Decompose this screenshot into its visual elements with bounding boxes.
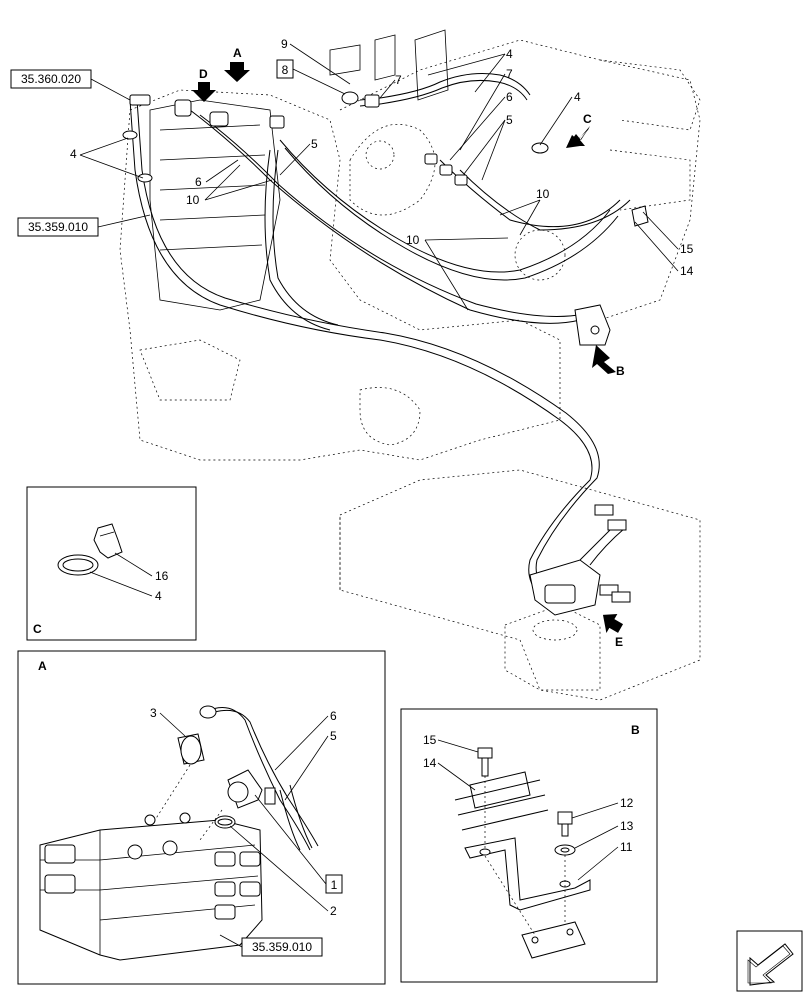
label-15: 15 [680,242,694,256]
detail-A-panel: A 3 [17,650,386,985]
label-10-right: 10 [536,187,550,201]
detail-A-label-3: 3 [150,706,157,720]
label-7-top: 7 [395,73,402,87]
label-4-left: 4 [70,147,77,161]
label-5-left: 5 [311,137,318,151]
arrow-label-E: E [615,635,623,649]
detail-B-panel: B 15 14 12 13 11 [400,708,658,983]
detail-B-label-15: 15 [423,733,437,747]
label-6-left: 6 [195,175,202,189]
label-6-right: 6 [506,90,513,104]
label-9: 9 [281,37,288,51]
label-7-right: 7 [506,67,513,81]
ref-box-35-359-010-main[interactable]: 35.359.010 [28,220,88,234]
label-4-right: 4 [574,90,581,104]
detail-C-label-16: 16 [155,569,169,583]
detail-B-title: B [631,723,640,737]
detail-C-label-4: 4 [155,589,162,603]
detail-C-title: C [33,622,42,636]
detail-A-label-5: 5 [330,729,337,743]
detail-B-label-11: 11 [620,840,633,854]
view-arrow-D: D [192,67,216,102]
label-10-mid: 10 [406,233,420,247]
view-arrow-E: E [602,613,624,649]
detail-A-label-6: 6 [330,709,337,723]
label-4-top: 4 [506,47,513,61]
label-14: 14 [680,264,694,278]
detail-B-label-12: 12 [620,796,634,810]
ref-box-35-359-010-detail[interactable]: 35.359.010 [252,940,312,954]
view-arrow-B: B [592,345,625,378]
ref-box-35-360-020[interactable]: 35.360.020 [21,72,81,86]
main-assembly-view: 35.360.020 35.359.010 9 8 7 4 7 6 5 4 10… [10,29,701,701]
detail-C-panel: C 16 4 [26,486,197,641]
arrow-label-A: A [233,46,242,60]
view-arrow-A: A [224,46,250,82]
arrow-label-C: C [583,112,592,126]
label-5-right: 5 [506,113,513,127]
view-arrow-C: C [566,112,592,148]
direction-arrow-icon[interactable] [736,930,803,992]
arrow-label-D: D [199,67,208,81]
detail-A-label-2: 2 [330,904,337,918]
detail-B-label-14: 14 [423,756,437,770]
label-8-boxed: 8 [282,63,289,77]
arrow-label-B: B [616,364,625,378]
detail-B-label-13: 13 [620,819,634,833]
detail-A-label-1-boxed: 1 [331,878,338,892]
detail-A-title: A [38,659,47,673]
label-10-left: 10 [186,193,200,207]
